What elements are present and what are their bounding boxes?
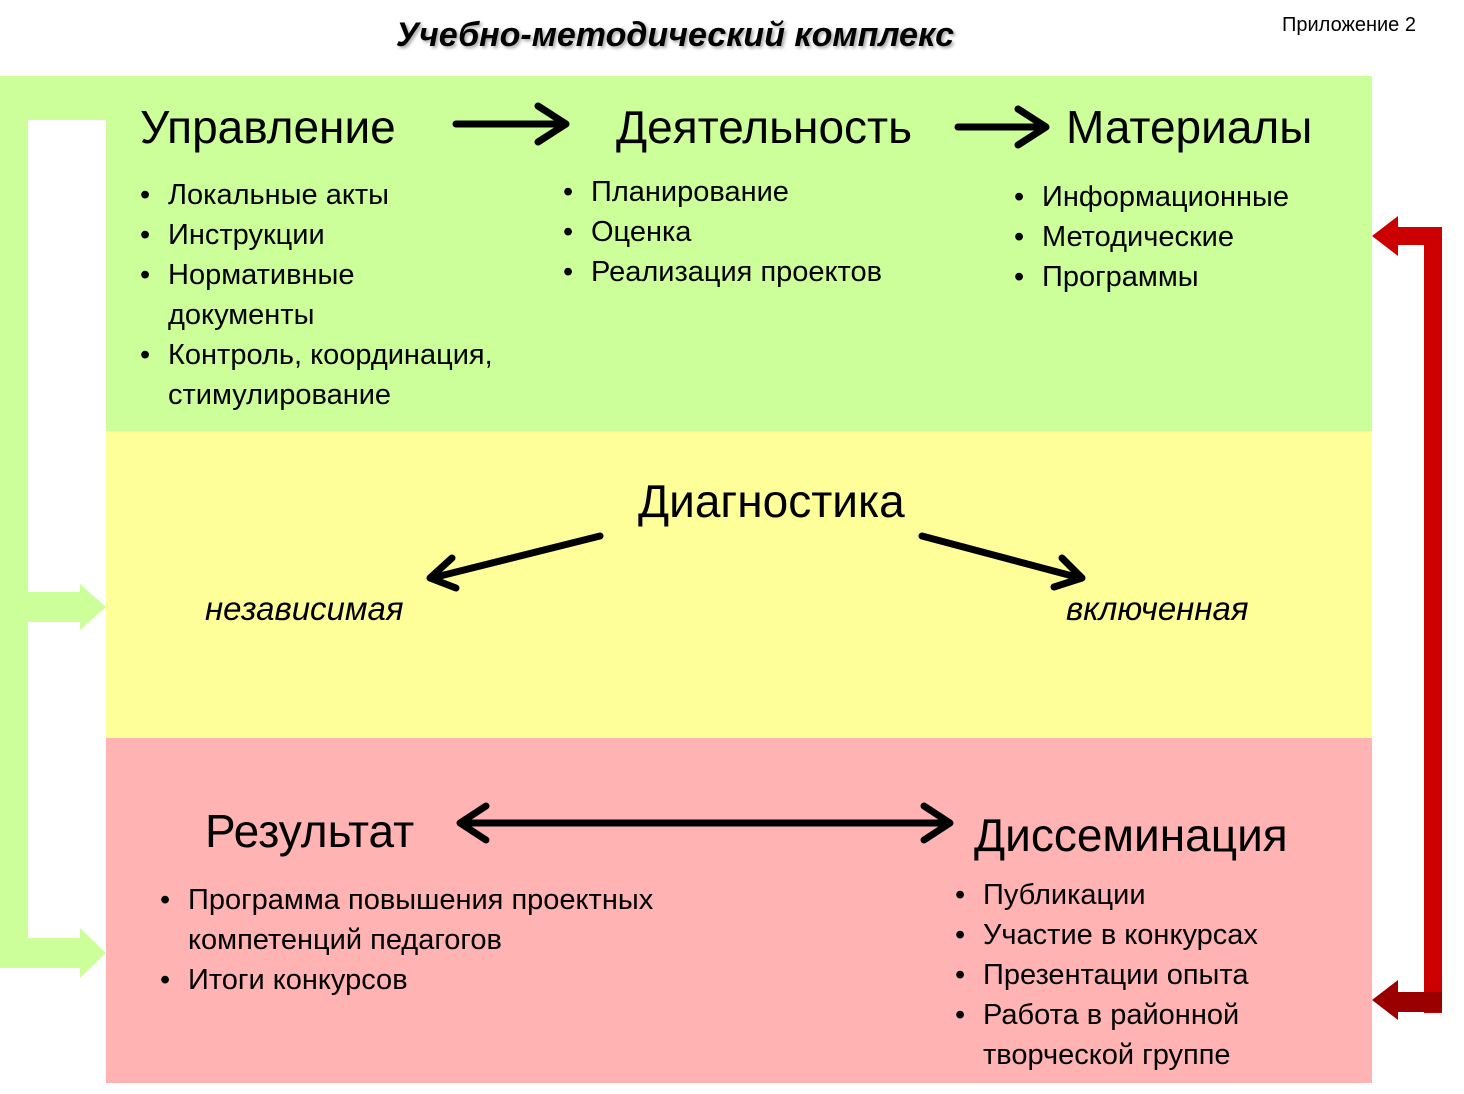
list-item-continuation: творческой группе [983, 1039, 1231, 1071]
list-item: Участие в конкурсах [955, 915, 1258, 955]
result-heading: Результат [205, 805, 415, 857]
activity-heading: Деятельность [616, 101, 913, 153]
arrow-management-to-activity [452, 102, 570, 146]
management-list: Локальные акты Инструкции Нормативные до… [140, 175, 493, 415]
list-item: Информационные [1014, 177, 1289, 217]
diagnostics-panel [106, 431, 1372, 738]
independent-label: независимая [205, 590, 404, 627]
list-item: Реализация проектов [563, 252, 882, 292]
arrow-activity-to-materials [954, 105, 1050, 149]
dissemination-heading: Диссеминация [974, 809, 1288, 861]
result-list: Программа повышения проектных компетенци… [160, 880, 653, 1000]
list-item: Инструкции [140, 215, 493, 255]
list-item-continuation: документы [168, 299, 315, 331]
dissemination-list: Публикации Участие в конкурсах Презентац… [955, 875, 1258, 1075]
page-title: Учебно-методический комплекс [395, 16, 955, 54]
arrow-to-independent [426, 532, 604, 592]
list-item: Итоги конкурсов [160, 960, 653, 1000]
list-item: Публикации [955, 875, 1258, 915]
materials-list: Информационные Методические Программы [1014, 177, 1289, 297]
right-feedback-arrow [1372, 216, 1442, 1020]
list-item: Локальные акты [140, 175, 493, 215]
included-label: включенная [1066, 590, 1249, 627]
list-item: Планирование [563, 172, 882, 212]
list-item: Презентации опыта [955, 955, 1258, 995]
list-item-continuation: компетенций педагогов [188, 924, 502, 956]
list-item: Контроль, координация, [140, 335, 493, 375]
materials-heading: Материалы [1066, 101, 1313, 153]
appendix-label: Приложение 2 [1282, 14, 1416, 36]
arrow-to-included [918, 532, 1086, 591]
list-item-continuation: стимулирование [168, 379, 392, 411]
diagnostics-heading: Диагностика [638, 475, 905, 527]
left-feedback-arrow [0, 76, 106, 978]
list-item: Программа повышения проектных [160, 880, 653, 920]
activity-list: Планирование Оценка Реализация проектов [563, 172, 882, 292]
arrow-result-dissemination [456, 802, 954, 844]
management-heading: Управление [140, 101, 396, 153]
list-item: Нормативные [140, 255, 493, 295]
list-item: Программы [1014, 257, 1289, 297]
list-item: Оценка [563, 212, 882, 252]
list-item: Работа в районной [955, 995, 1258, 1035]
list-item: Методические [1014, 217, 1289, 257]
